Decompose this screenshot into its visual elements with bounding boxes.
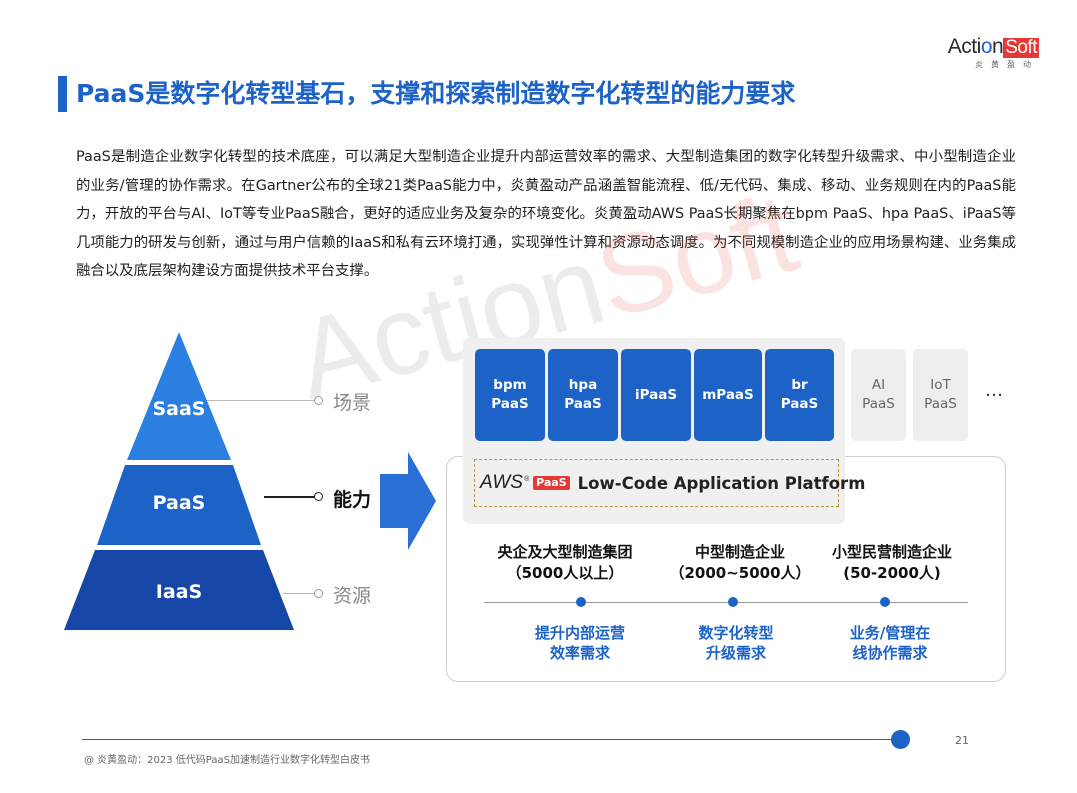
aws-logo: AWS® [480,472,529,494]
aws-logo-text: AWS [480,472,523,493]
segment-need-medium: 数字化转型升级需求 [646,623,826,663]
tile-line2: PaaS [862,396,895,412]
pyramid-label-paas: PaaS [152,492,206,514]
logo-text-n: n [992,35,1004,58]
leader-dot-saas [314,396,323,405]
tile-line1: AI [871,377,886,393]
pyramid-layer-saas [127,332,231,460]
aws-registered: ® [523,475,530,483]
segment-head-line1: 中型制造企业 [694,543,785,561]
leader-dot-paas [314,492,323,501]
segment-timeline [484,602,968,603]
logo-text-a: Acti [947,35,982,58]
tile-ipaas: iPaaS [621,349,691,441]
segment-head-line1: 小型民营制造企业 [831,543,952,561]
pyramid-label-saas: SaaS [152,398,206,420]
leader-line-iaas [283,593,315,594]
leader-dot-iaas [314,589,323,598]
intro-paragraph: PaaS是制造企业数字化转型的技术底座，可以满足大型制造企业提升内部运营效率的需… [76,149,1016,280]
logo-soft: Soft [1003,37,1039,58]
segment-need-line1: 提升内部运营 [534,624,625,642]
tile-line1: br [791,377,808,393]
pyramid-layer-paas [97,465,261,545]
timeline-dot-small [880,597,890,607]
pyramid-layer-iaas [64,550,294,630]
segment-need-line2: 线协作需求 [852,644,928,662]
tile-ai-paas: AI PaaS [851,349,906,441]
more-ellipsis: … [985,380,1003,401]
segment-head-line2: (50-2000人) [843,564,941,582]
leader-line-saas [207,400,315,401]
page-title: PaaS是数字化转型基石，支撑和探索制造数字化转型的能力要求 [76,79,796,108]
tile-line2: PaaS [924,396,957,412]
logo-text-o: o [980,35,993,58]
side-label-capability: 能力 [333,489,372,511]
tile-line1: bpm [493,377,527,393]
segment-head-small: 小型民营制造企业 (50-2000人) [802,542,982,584]
tile-line2: PaaS [564,396,602,412]
timeline-dot-large [576,597,586,607]
paas-badge: PaaS [533,476,570,490]
side-label-scene: 场景 [333,392,372,414]
footer-dot [891,730,910,749]
tile-line1: hpa [568,377,598,393]
leader-line-paas [264,496,315,498]
platform-name: Low-Code Application Platform [577,473,866,493]
page-number: 21 [955,734,969,747]
segment-head-line1: 央企及大型制造集团 [497,543,633,561]
tile-line1: IoT [930,377,951,393]
timeline-dot-medium [728,597,738,607]
segment-need-small: 业务/管理在线协作需求 [800,623,980,663]
tile-line2: PaaS [491,396,529,412]
footer-source: @ 炎黄盈动：2023 低代码PaaS加速制造行业数字化转型白皮书 [84,755,370,766]
segment-head-line2: （5000人以上） [506,564,624,582]
tile-mpaas: mPaaS [694,349,762,441]
segment-need-line2: 升级需求 [705,644,766,662]
segment-need-large: 提升内部运营效率需求 [490,623,670,663]
tile-iot-paas: IoT PaaS [913,349,968,441]
title-accent-bar [58,76,67,112]
segment-head-line2: （2000~5000人） [669,564,811,582]
segment-head-medium: 中型制造企业 （2000~5000人） [650,542,830,584]
footer-divider [82,739,902,740]
pyramid-diagram [64,332,294,630]
tile-line2: PaaS [780,396,819,412]
tile-line1: iPaaS [634,386,678,403]
segment-need-line1: 业务/管理在 [849,624,931,642]
tile-line1: mPaaS [702,386,754,403]
segment-need-line2: 效率需求 [549,644,610,662]
low-code-platform-box: AWS® PaaS Low-Code Application Platform [474,459,865,507]
pyramid-label-iaas: IaaS [155,581,203,603]
side-label-resource: 资源 [333,585,372,607]
segment-head-large: 央企及大型制造集团 （5000人以上） [475,542,655,584]
logo-subtitle: 炎黄盈动 [975,60,1039,69]
segment-need-line1: 数字化转型 [698,624,774,642]
right-arrow-icon [380,452,436,550]
